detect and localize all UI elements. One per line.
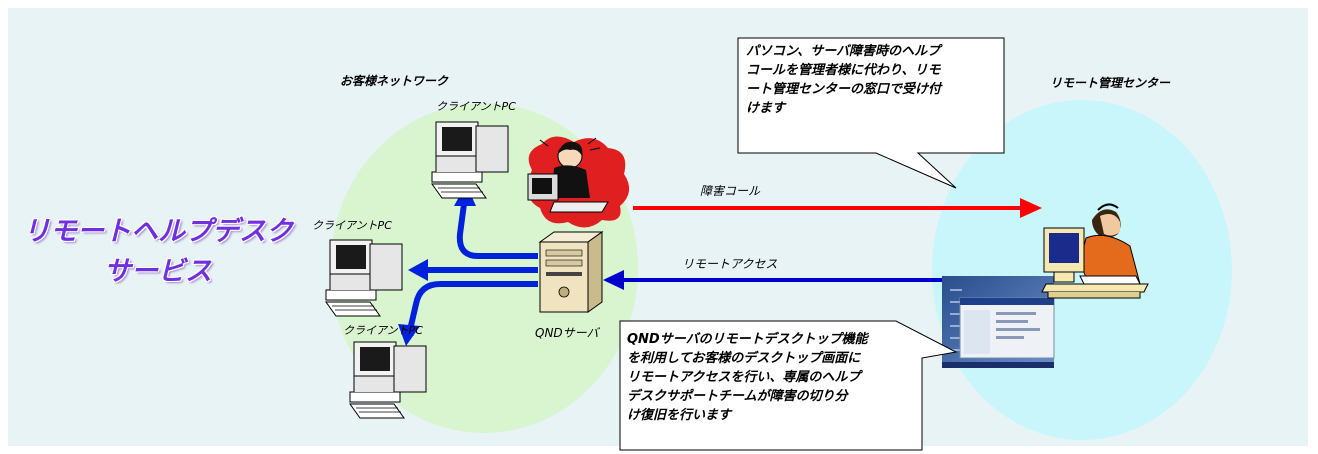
top-callout-bubble: [737, 37, 1005, 189]
client-pc-label-3: クライアントPC: [343, 324, 423, 337]
access-arrow: [603, 270, 942, 290]
client-pc-label-2: クライアントPC: [312, 219, 392, 232]
bottom-callout-line: リモートアクセスを行い、専属のヘルプ: [627, 370, 861, 385]
server-icon: [538, 231, 604, 313]
bottom-callout-line: を利用してお客様のデスクトップ画面に: [627, 351, 861, 366]
call-arrow-label: 障害コール: [700, 184, 761, 198]
top-callout-line: パソコン、サーバ障害時のヘルプ: [746, 44, 941, 59]
frustrated-user-icon: [527, 136, 630, 228]
top-callout-line: ート管理センターの窓口で受け付: [746, 82, 942, 97]
bottom-callout-line: QNDサーバのリモートデスクトップ機能: [627, 332, 868, 347]
service-title: リモートヘルプデスク サービス: [8, 212, 308, 292]
service-title-line1: リモートヘルプデスク: [23, 216, 293, 247]
client-pc-label-1: クライアントPC: [436, 100, 516, 113]
service-title-line2: サービス: [104, 256, 212, 287]
call-arrow: [633, 198, 1042, 218]
client-pc-icon: [349, 341, 427, 419]
top-callout-line: コールを管理者様に代わり、リモ: [746, 63, 941, 78]
bottom-callout-bubble: [619, 320, 958, 451]
access-arrow-label: リモートアクセス: [682, 257, 778, 271]
operator-icon: [1041, 203, 1149, 299]
remote-center-label: リモート管理センター: [1050, 76, 1171, 90]
server-label: QNDサーバ: [535, 326, 599, 340]
server-client-arrows: [404, 198, 538, 336]
top-callout-line: けます: [746, 101, 786, 116]
bottom-callout-text: QNDサーバのリモートデスクトップ機能 を利用してお客様のデスクトップ画面に リ…: [627, 330, 919, 425]
client-pc-icon: [325, 239, 403, 317]
bottom-callout-line: け復旧を行います: [627, 408, 732, 423]
client-pc-icon: [431, 121, 509, 199]
bottom-callout-line: デスクサポートチームが障害の切り分: [627, 389, 848, 404]
customer-network-label: お客様ネットワーク: [340, 74, 449, 88]
remote-desktop-screenshot: [942, 276, 1055, 368]
top-callout-text: パソコン、サーバ障害時のヘルプ コールを管理者様に代わり、リモ ート管理センター…: [746, 42, 1004, 118]
